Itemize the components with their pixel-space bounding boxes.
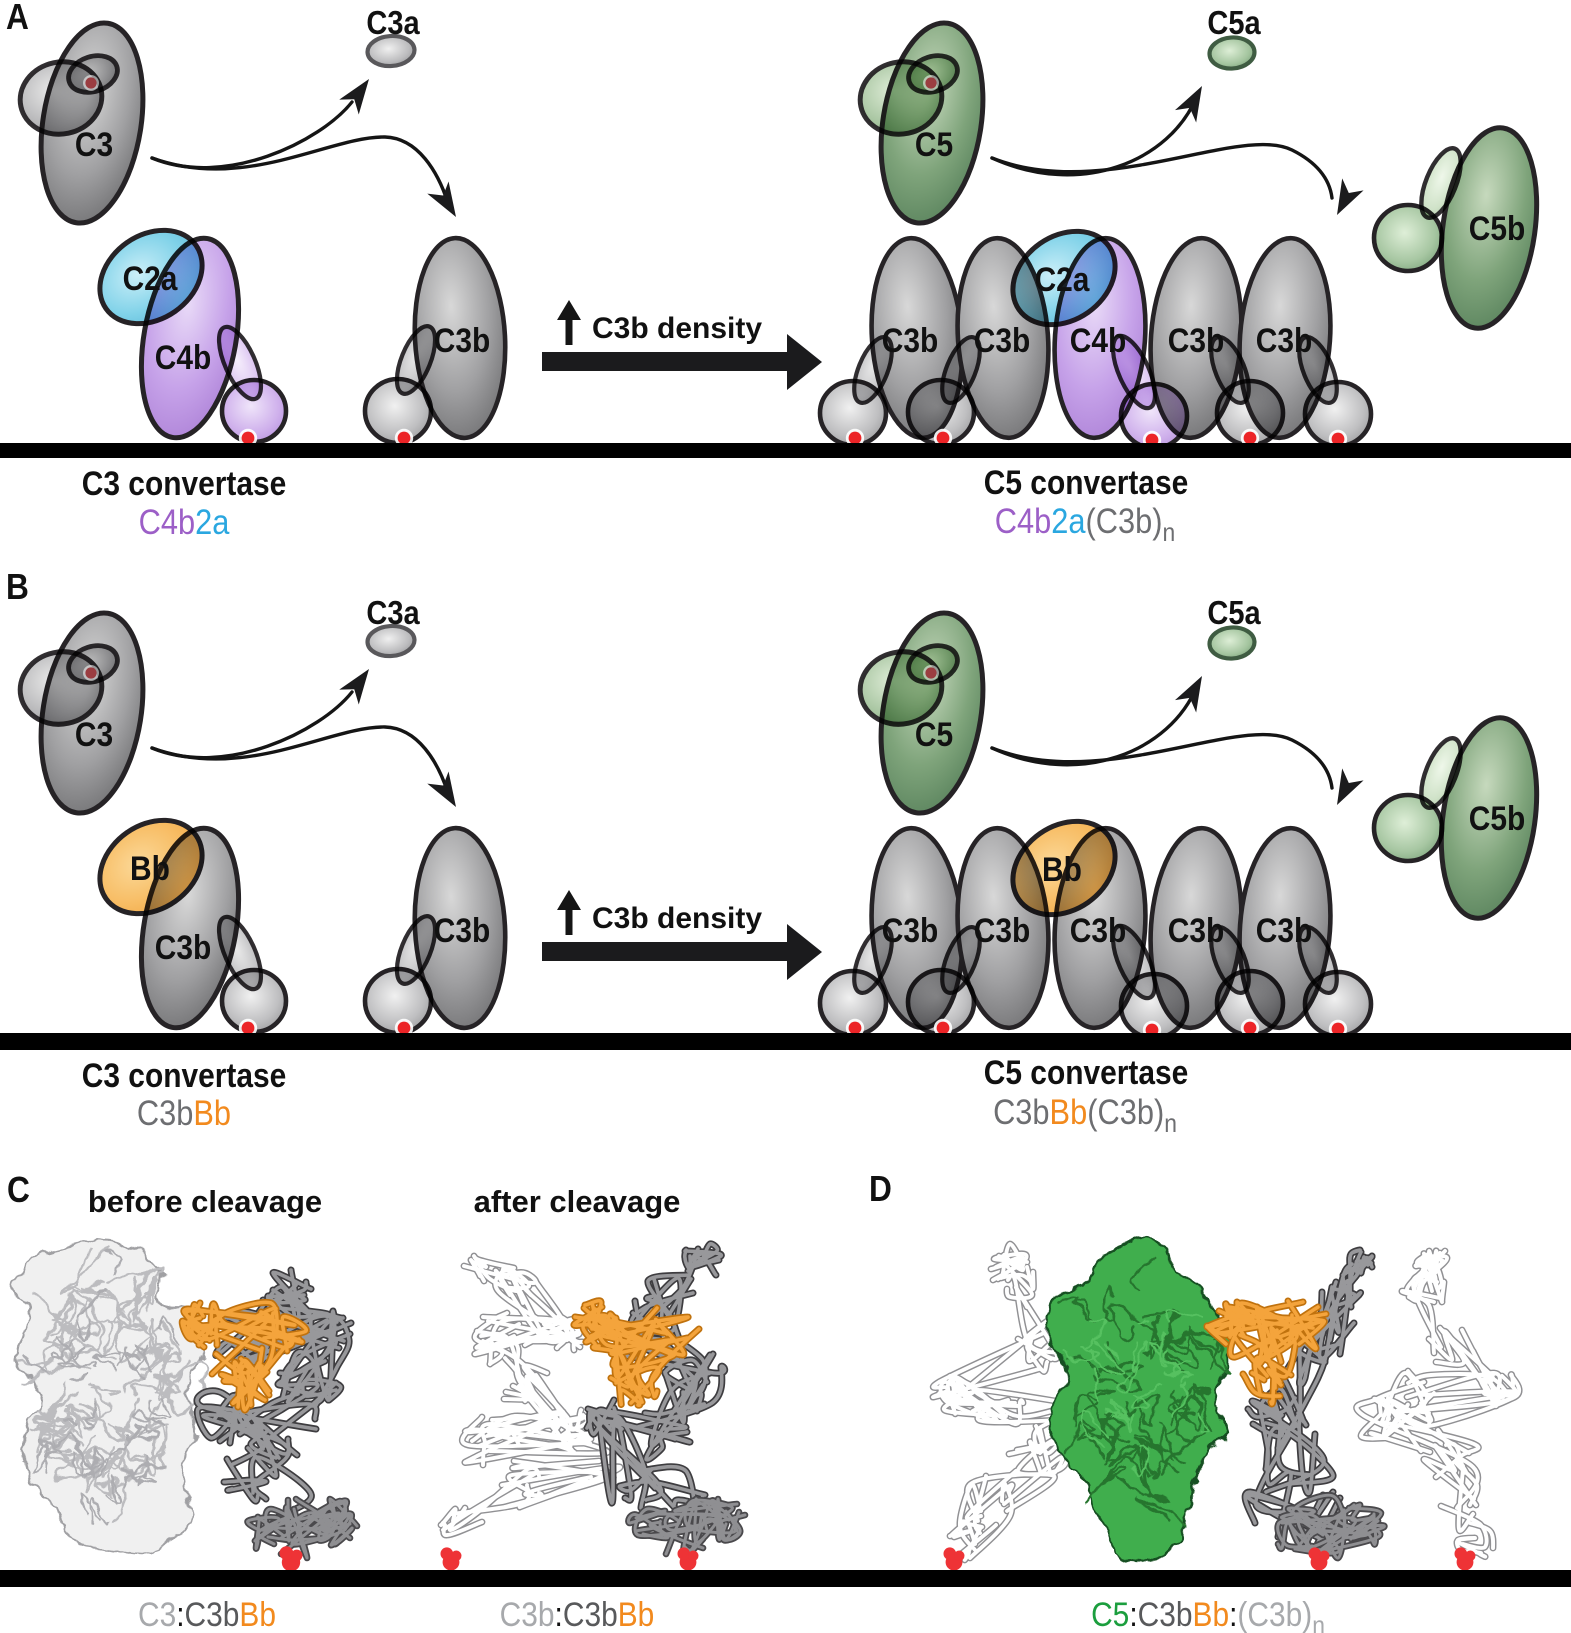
svg-text:C5a: C5a xyxy=(1207,4,1261,41)
svg-text:C3b: C3b xyxy=(974,911,1031,949)
svg-text:C3 convertase: C3 convertase xyxy=(82,464,287,502)
svg-text:C3: C3 xyxy=(75,125,113,163)
svg-text:before cleavage: before cleavage xyxy=(88,1184,322,1219)
svg-text:C3b: C3b xyxy=(974,321,1031,359)
svg-text:C4b: C4b xyxy=(1070,321,1127,359)
svg-text:Bb: Bb xyxy=(1042,850,1082,888)
svg-text:C3b: C3b xyxy=(155,928,212,966)
svg-text:C4b: C4b xyxy=(155,338,212,376)
svg-text:C3b: C3b xyxy=(1256,321,1313,359)
svg-text:C3b density: C3b density xyxy=(592,312,762,345)
svg-text:C3b: C3b xyxy=(882,911,939,949)
svg-text:C3b:C3bBb: C3b:C3bBb xyxy=(500,1595,655,1633)
svg-text:B: B xyxy=(6,567,29,607)
svg-text:C5b: C5b xyxy=(1469,799,1526,837)
svg-text:C3b: C3b xyxy=(434,911,491,949)
svg-text:C3bBb: C3bBb xyxy=(137,1093,231,1132)
svg-text:C3a: C3a xyxy=(366,4,420,41)
svg-text:C3b: C3b xyxy=(1070,911,1127,949)
svg-text:C3b: C3b xyxy=(434,321,491,359)
svg-text:C5: C5 xyxy=(915,125,953,163)
svg-text:C5 convertase: C5 convertase xyxy=(984,463,1189,501)
svg-text:D: D xyxy=(869,1169,892,1209)
svg-text:C5: C5 xyxy=(915,715,953,753)
svg-text:C3 convertase: C3 convertase xyxy=(82,1056,287,1094)
svg-text:C3b: C3b xyxy=(1168,911,1225,949)
svg-text:C4b2a(C3b)n: C4b2a(C3b)n xyxy=(995,501,1175,547)
svg-text:A: A xyxy=(6,0,29,37)
svg-text:C3b: C3b xyxy=(1256,911,1313,949)
svg-text:C3: C3 xyxy=(75,715,113,753)
svg-text:C5a: C5a xyxy=(1207,594,1261,631)
svg-text:C2a: C2a xyxy=(123,259,179,297)
svg-text:C3bBb(C3b)n: C3bBb(C3b)n xyxy=(993,1092,1177,1138)
svg-text:C5:C3bBb:(C3b)n: C5:C3bBb:(C3b)n xyxy=(1091,1595,1325,1633)
svg-text:C5 convertase: C5 convertase xyxy=(984,1053,1189,1091)
svg-text:C: C xyxy=(7,1170,30,1210)
svg-text:Bb: Bb xyxy=(130,849,170,887)
svg-text:after cleavage: after cleavage xyxy=(474,1184,681,1219)
svg-text:C5b: C5b xyxy=(1469,209,1526,247)
svg-text:C3b: C3b xyxy=(1168,321,1225,359)
svg-text:C2a: C2a xyxy=(1035,260,1091,298)
svg-text:C4b2a: C4b2a xyxy=(139,502,230,541)
svg-text:C3b: C3b xyxy=(882,321,939,359)
svg-text:C3a: C3a xyxy=(366,594,420,631)
svg-text:C3:C3bBb: C3:C3bBb xyxy=(138,1595,276,1633)
svg-text:C3b density: C3b density xyxy=(592,902,762,935)
